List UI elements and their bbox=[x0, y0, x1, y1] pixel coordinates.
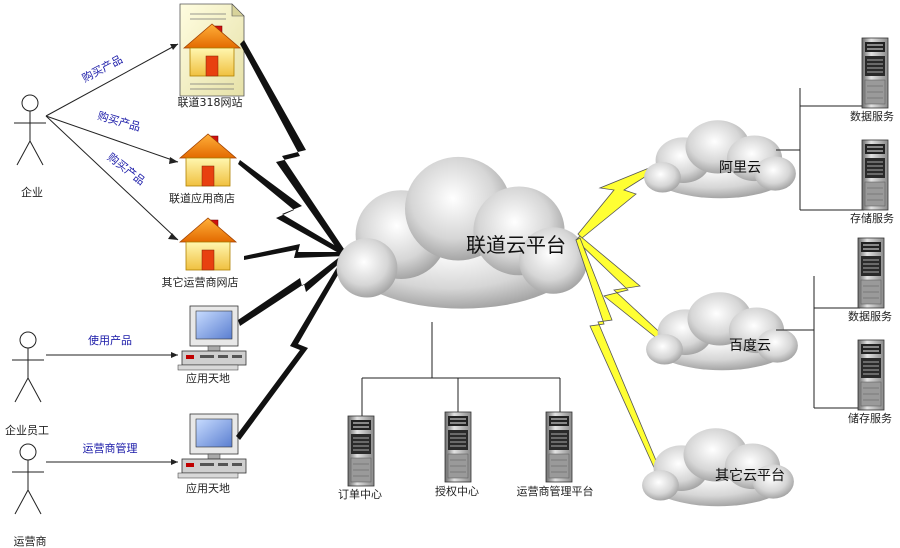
website-label: 联道318网站 bbox=[178, 95, 243, 109]
other-store-icon bbox=[179, 217, 237, 271]
operator-mgmt-label: 运营商管理平台 bbox=[517, 484, 594, 498]
actor-enterprise-label: 企业 bbox=[21, 185, 43, 199]
aliyun-storage-server-icon bbox=[861, 139, 889, 211]
platform-label: 联道云平台 bbox=[466, 233, 566, 257]
order-center-server-icon bbox=[347, 415, 375, 487]
auth-center-server-icon bbox=[444, 411, 472, 483]
actor-operator-icon bbox=[11, 443, 45, 515]
baidu-data-server-icon bbox=[857, 237, 885, 309]
actor-operator-label: 运营商 bbox=[14, 534, 47, 548]
website-icon bbox=[179, 3, 245, 97]
auth-center-label: 授权中心 bbox=[435, 484, 479, 498]
actor-employee-icon bbox=[11, 331, 45, 403]
baidu-storage-server-icon bbox=[857, 339, 885, 411]
pc-operator-icon bbox=[177, 413, 247, 479]
platform-bus bbox=[361, 322, 561, 416]
pc-employee-label: 应用天地 bbox=[186, 371, 230, 385]
order-center-label: 订单中心 bbox=[338, 488, 382, 501]
edge-label-buy-1: 购买产品 bbox=[79, 52, 124, 85]
baidu-bus bbox=[776, 276, 860, 409]
aliyun-data-server-icon bbox=[861, 37, 889, 109]
app-store-icon bbox=[179, 133, 237, 187]
aliyun-bus bbox=[776, 88, 864, 211]
edge-label-manage: 运营商管理 bbox=[83, 441, 138, 455]
edge-label-buy-2: 购买产品 bbox=[96, 108, 142, 134]
edge-label-buy-3: 购买产品 bbox=[105, 150, 148, 188]
pc-employee-icon bbox=[177, 305, 247, 371]
operator-mgmt-server-icon bbox=[545, 411, 573, 483]
baidu-label: 百度云 bbox=[729, 338, 771, 354]
channel-links bbox=[236, 40, 350, 440]
aliyun-data-label: 数据服务 bbox=[850, 109, 894, 123]
baidu-storage-label: 储存服务 bbox=[848, 411, 892, 425]
pc-operator-label: 应用天地 bbox=[186, 481, 230, 495]
app-store-label: 联道应用商店 bbox=[169, 191, 235, 205]
other-store-label: 其它运营商网店 bbox=[162, 275, 239, 289]
edge-label-use: 使用产品 bbox=[88, 333, 132, 347]
other-cloud-label: 其它云平台 bbox=[715, 467, 785, 484]
actor-edges bbox=[45, 43, 179, 465]
actor-enterprise-icon bbox=[13, 94, 47, 166]
actor-employee-label: 企业员工 bbox=[5, 423, 49, 437]
aliyun-label: 阿里云 bbox=[719, 160, 761, 176]
baidu-data-label: 数据服务 bbox=[848, 309, 892, 323]
aliyun-storage-label: 存储服务 bbox=[850, 211, 894, 225]
cloud-links bbox=[575, 165, 669, 473]
baidu-cloud bbox=[646, 292, 798, 371]
